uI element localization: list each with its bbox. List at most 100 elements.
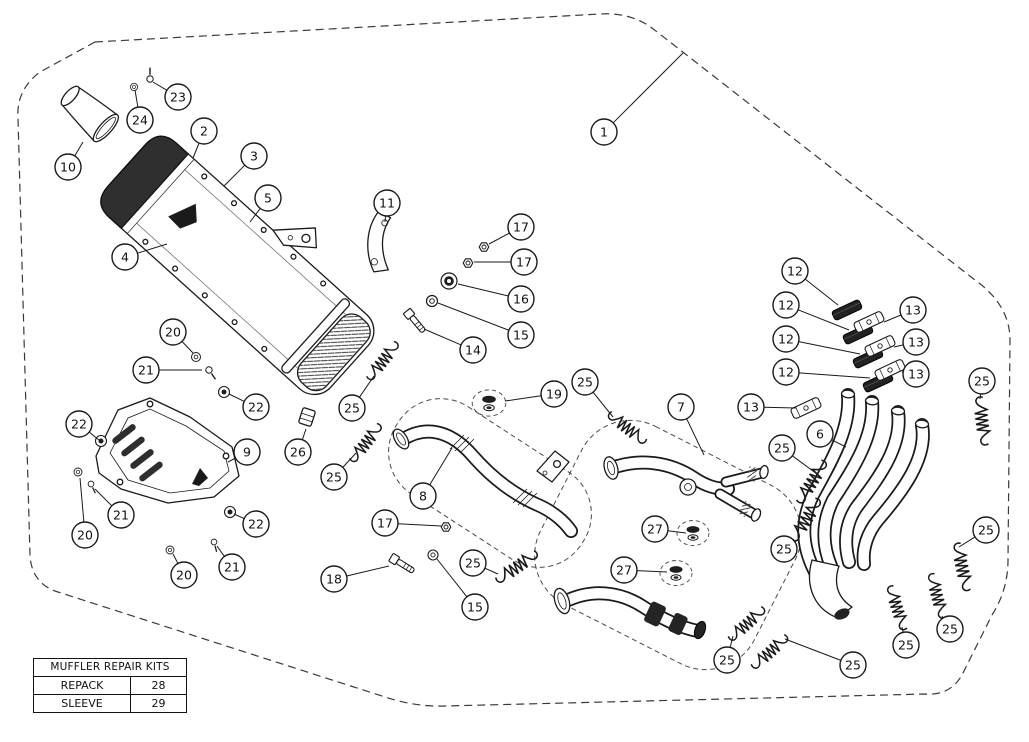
- svg-text:13: 13: [743, 400, 759, 415]
- bolt: [402, 307, 428, 335]
- repair-kit-row: SLEEVE 29: [34, 695, 186, 712]
- mid-pipe: [603, 455, 769, 522]
- callout-17: 17: [488, 213, 535, 245]
- callout-25: 25: [770, 535, 798, 563]
- callout-27: 27: [610, 556, 668, 584]
- nut: [462, 258, 474, 268]
- spring: [971, 395, 993, 447]
- callout-26: 26: [284, 428, 312, 466]
- svg-text:22: 22: [71, 417, 87, 432]
- svg-text:13: 13: [908, 367, 924, 382]
- svg-text:25: 25: [974, 374, 990, 389]
- callout-25: 25: [958, 516, 1000, 548]
- shield-vent: [139, 461, 163, 482]
- shield-vent: [130, 449, 154, 469]
- svg-text:9: 9: [243, 445, 251, 460]
- washer: [427, 549, 439, 561]
- callout-3: 3: [223, 142, 268, 187]
- spring: [346, 420, 386, 466]
- callout-25: 25: [784, 638, 867, 679]
- svg-text:1: 1: [600, 125, 608, 140]
- assembly-boundary: [17, 13, 1011, 707]
- callout-17: 17: [474, 248, 538, 276]
- repair-kit-name: SLEEVE: [34, 695, 131, 712]
- svg-text:18: 18: [326, 572, 342, 587]
- washer: [130, 83, 138, 91]
- callout-14: 14: [423, 328, 487, 364]
- svg-text:13: 13: [908, 335, 924, 350]
- svg-text:25: 25: [898, 638, 914, 653]
- svg-text:16: 16: [513, 292, 529, 307]
- callout-23: 23: [152, 81, 192, 111]
- spring: [363, 338, 403, 384]
- svg-text:15: 15: [513, 328, 529, 343]
- grommet: [217, 385, 231, 399]
- shield-logo: [192, 468, 208, 486]
- svg-text:25: 25: [465, 556, 481, 571]
- svg-text:6: 6: [816, 427, 824, 442]
- link-pipe: [392, 424, 578, 538]
- svg-text:17: 17: [377, 516, 393, 531]
- muffler: [100, 135, 375, 396]
- screw: [203, 365, 219, 380]
- callout-5: 5: [249, 184, 282, 223]
- svg-text:12: 12: [778, 365, 794, 380]
- callout-17: 17: [371, 509, 442, 537]
- nut: [478, 242, 490, 252]
- callout-20: 20: [170, 553, 198, 589]
- callout-25: 25: [936, 615, 964, 643]
- svg-text:25: 25: [774, 441, 790, 456]
- callout-8: 8: [409, 447, 453, 510]
- svg-text:17: 17: [516, 255, 532, 270]
- svg-text:25: 25: [344, 401, 360, 416]
- diagram-art: [17, 13, 1011, 707]
- lower-pipe: [553, 586, 707, 640]
- callout-25: 25: [338, 375, 375, 422]
- callout-27: 27: [641, 515, 687, 543]
- svg-text:25: 25: [719, 653, 735, 668]
- svg-text:24: 24: [132, 113, 148, 128]
- svg-text:7: 7: [677, 400, 685, 415]
- svg-text:10: 10: [60, 160, 76, 175]
- spring: [950, 541, 974, 593]
- callout-19: 19: [504, 380, 568, 408]
- grommet: [223, 505, 237, 519]
- sensor-boss: [679, 478, 697, 496]
- repair-kit-number: 29: [151, 697, 166, 710]
- callout-25: 25: [713, 635, 741, 674]
- spring: [748, 631, 792, 673]
- mount-kit-27: [676, 520, 710, 546]
- bolt: [388, 552, 417, 576]
- svg-text:12: 12: [787, 264, 803, 279]
- washer: [73, 467, 83, 477]
- rubber-bushing: [440, 272, 458, 290]
- repair-kit-name: REPACK: [34, 677, 131, 694]
- spring: [883, 583, 911, 633]
- screw: [141, 66, 159, 85]
- svg-text:20: 20: [176, 568, 192, 583]
- callout-4: 4: [111, 243, 168, 271]
- svg-text:25: 25: [978, 523, 994, 538]
- pipe-bracket-tab: [536, 450, 570, 483]
- callout-21: 21: [132, 356, 202, 384]
- callout-20: 20: [71, 477, 99, 549]
- akrapovic-logo: [168, 203, 197, 229]
- washer: [191, 352, 201, 362]
- callout-22: 22: [233, 510, 270, 538]
- exhaust-tail-cap: [60, 85, 120, 143]
- callout-6: 6: [806, 420, 847, 448]
- linkpipe-group-boundary: [388, 398, 592, 568]
- callout-16: 16: [457, 283, 535, 313]
- callout-22: 22: [65, 410, 100, 441]
- shield-vent: [112, 424, 136, 444]
- svg-text:21: 21: [138, 363, 154, 378]
- mount-kit-27: [659, 560, 693, 586]
- callout-25: 25: [968, 367, 996, 400]
- svg-text:25: 25: [942, 622, 958, 637]
- svg-text:25: 25: [776, 542, 792, 557]
- svg-text:11: 11: [379, 196, 395, 211]
- callout-25: 25: [768, 434, 818, 475]
- callout-12: 12: [781, 257, 839, 306]
